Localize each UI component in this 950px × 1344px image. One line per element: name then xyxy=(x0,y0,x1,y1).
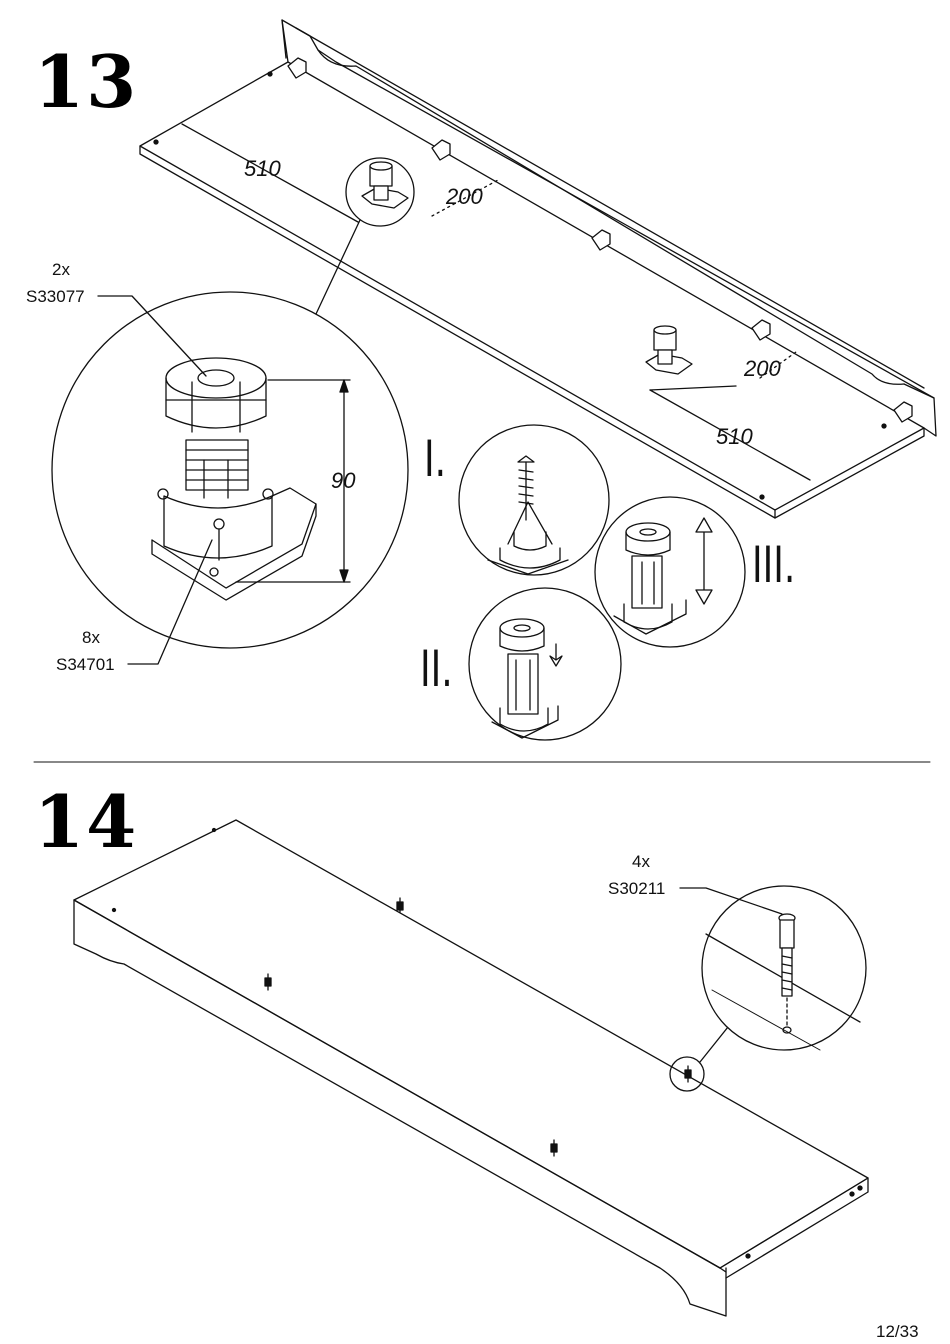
part-code-s34701: S34701 xyxy=(56,655,115,674)
substep-I-detail xyxy=(459,425,609,575)
part-qty-s33077: 2x xyxy=(52,260,70,279)
part-code-s33077: S33077 xyxy=(26,287,85,306)
leveling-foot-detail xyxy=(52,292,408,664)
step14-panel xyxy=(74,820,868,1316)
dimension-200-bottom: 200 xyxy=(744,356,781,381)
part-code-s30211: S30211 xyxy=(608,879,666,898)
part-qty-s34701: 8x xyxy=(82,628,100,647)
substep-label-II: II. xyxy=(420,640,453,698)
substep-II-detail xyxy=(469,588,621,740)
dimension-510-top: 510 xyxy=(244,156,281,181)
substep-label-III: III. xyxy=(752,536,796,594)
dimension-510-bottom: 510 xyxy=(716,424,753,449)
substep-III-detail xyxy=(595,497,745,647)
step13-panel xyxy=(140,20,936,518)
step-number-14: 14 xyxy=(34,779,139,864)
dimension-height-90: 90 xyxy=(331,468,356,493)
part-qty-s30211: 4x xyxy=(632,852,650,871)
step-number-13: 13 xyxy=(34,39,139,124)
dimension-200-top: 200 xyxy=(446,184,483,209)
cam-pin-detail xyxy=(680,886,866,1050)
substep-label-I: I. xyxy=(424,430,447,488)
page-number: 12/33 xyxy=(876,1322,919,1341)
